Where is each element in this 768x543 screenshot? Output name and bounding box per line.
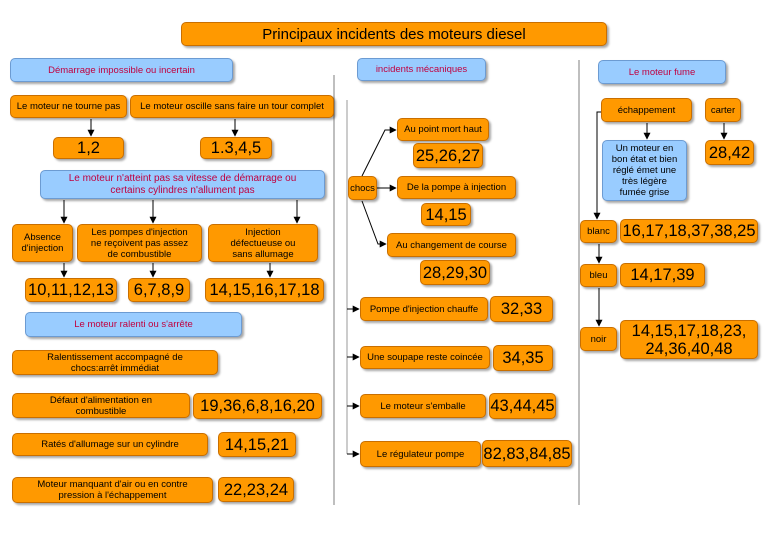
case-knock-tdc: Au point mort haut [397, 118, 489, 141]
case-engine-not-turning: Le moteur ne tourne pas [10, 95, 127, 118]
refs-knock-tdc: 25,26,27 [413, 143, 483, 168]
heading-smoke: Le moteur fume [598, 60, 726, 84]
smoke-blue-box: bleu [580, 264, 617, 287]
case-cylinder-misfire: Ratés d'allumage sur un cylindre [12, 433, 208, 456]
refs-engine-rocking: 1.3,4,5 [200, 137, 272, 159]
case-knock-injection-pump: De la pompe à injection [397, 176, 516, 199]
refs-knock-stroke-change: 28,29,30 [420, 260, 490, 285]
case-pumps-low-fuel: Les pompes d'injection ne reçoivent pas … [77, 224, 202, 262]
refs-smoke-blue: 14,17,39 [620, 263, 705, 287]
refs-cylinder-misfire: 14,15,21 [218, 432, 296, 457]
case-knock-stroke-change: Au changement de course [387, 233, 516, 257]
refs-air-starved: 22,23,24 [218, 477, 294, 502]
heading-mechanical: incidents mécaniques [357, 58, 486, 81]
refs-crankcase: 28,42 [705, 140, 754, 165]
case-faulty-injection: Injection défectueuse ou sans allumage [208, 224, 318, 262]
smoke-black-box: noir [580, 327, 617, 351]
arrow-knocks-to-tdc [361, 126, 397, 177]
smoke-white-box: blanc [580, 220, 617, 243]
arrow-knocks-to-stroke-change [361, 200, 387, 248]
case-no-injection: Absence d'injection [12, 224, 73, 262]
case-engine-rocking: Le moteur oscille sans faire un tour com… [130, 95, 334, 118]
case-air-starved: Moteur manquant d'air ou en contre press… [12, 477, 213, 503]
refs-smoke-white: 16,17,18,37,38,25 [620, 219, 758, 243]
smoke-exhaust-box: échappement [601, 98, 692, 122]
refs-valve-stuck: 34,35 [493, 345, 553, 371]
refs-faulty-injection: 14,15,16,17,18 [205, 278, 324, 302]
refs-engine-not-turning: 1,2 [53, 137, 124, 159]
refs-smoke-black: 14,15,17,18,23, 24,36,40,48 [620, 320, 758, 359]
case-slowing-knocks: Ralentissement accompagné de chocs:arrêt… [12, 350, 218, 375]
refs-fuel-supply-fault: 19,36,6,8,16,20 [193, 393, 322, 419]
refs-governor-hunting: 82,83,84,85 [482, 440, 572, 467]
heading-starting: Démarrage impossible ou incertain [10, 58, 233, 82]
knocks-box: chocs [348, 176, 377, 200]
arrow-exhaust-to-white [593, 111, 601, 220]
case-governor-hunting: Le régulateur pompe [360, 441, 481, 467]
refs-pumps-low-fuel: 6,7,8,9 [128, 278, 190, 302]
case-fuel-supply-fault: Défaut d'alimentation en combustible [12, 393, 190, 418]
diagram-title: Principaux incidents des moteurs diesel [181, 22, 607, 46]
case-pump-overheats: Pompe d'injection chauffe [360, 297, 488, 321]
refs-no-injection: 10,11,12,13 [25, 278, 117, 302]
heading-starting-speed: Le moteur n'atteint pas sa vitesse de dé… [40, 170, 325, 199]
refs-knock-injection-pump: 14,15 [421, 203, 471, 226]
case-engine-runaway: Le moteur s'emballe [360, 394, 486, 418]
smoke-crankcase-box: carter [705, 98, 741, 122]
heading-slowing: Le moteur ralenti ou s'arrête [25, 312, 242, 337]
refs-pump-overheats: 32,33 [490, 296, 553, 322]
refs-engine-runaway: 43,44,45 [489, 393, 556, 419]
smoke-normal-note: Un moteur en bon état et bien réglé émet… [602, 140, 687, 201]
case-valve-stuck: Une soupape reste coincée [360, 346, 490, 369]
